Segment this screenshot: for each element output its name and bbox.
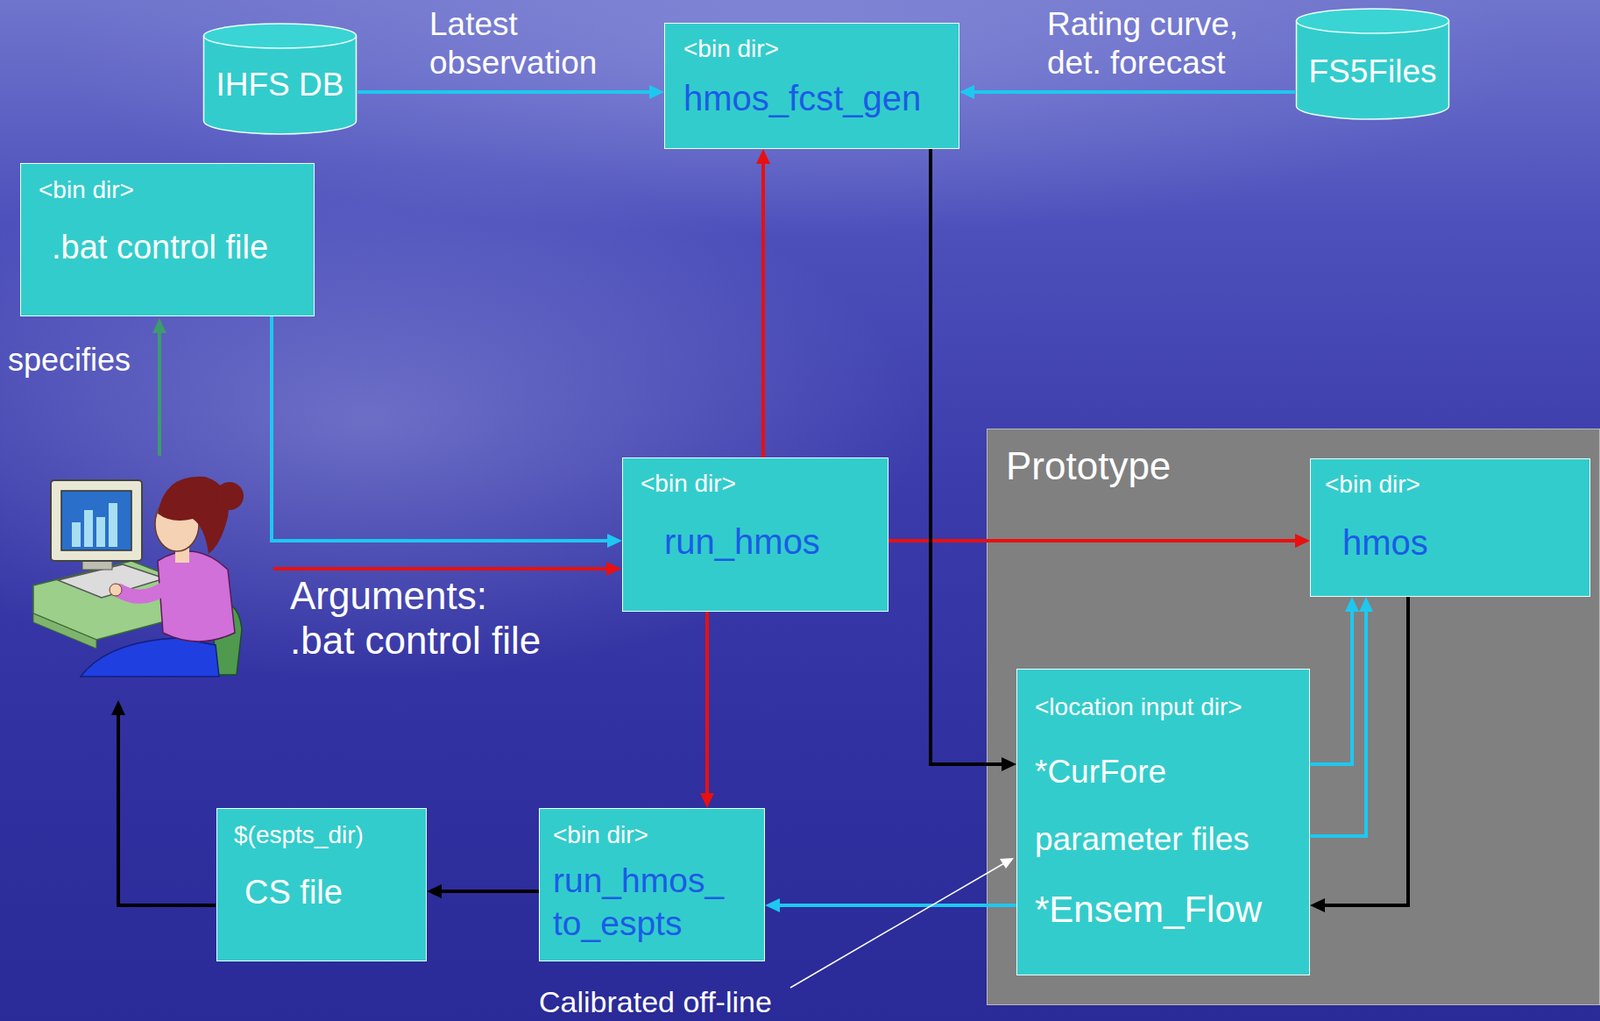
connector: [700, 611, 715, 808]
node-label: run_hmos: [664, 521, 821, 562]
specifies-arrow: [152, 318, 167, 456]
connector: [426, 884, 539, 899]
control-file-box: <bin dir> .bat control file: [20, 162, 315, 317]
database-cylinder: FS5Files: [1295, 7, 1451, 121]
connector-line: [930, 148, 1005, 765]
node-label: parameter files: [1034, 821, 1250, 859]
annotation-label: Arguments: .bat control file: [290, 573, 553, 663]
node-heading: <bin dir>: [683, 35, 779, 64]
edge-label: Rating curve, det. forecast: [1047, 5, 1258, 82]
input-directory-box: <location input dir> *CurFore parameter fi…: [1016, 668, 1310, 976]
arguments-arrow: [273, 561, 622, 576]
output-to-user-arrow: [111, 700, 216, 906]
connector: [930, 148, 1017, 772]
node-label: .bat control file: [51, 228, 269, 268]
connector-line: [438, 889, 539, 893]
annotation-label: specifies: [7, 341, 131, 378]
connector: [1309, 596, 1409, 913]
node-label: *CurFore: [1034, 753, 1167, 792]
connector-line: [888, 538, 1298, 543]
user-at-computer: [33, 476, 244, 677]
arrowhead: [1359, 596, 1374, 612]
connector: [764, 898, 1017, 913]
connector: [756, 148, 771, 458]
database-cylinder: IHFS DB: [202, 22, 358, 135]
connector-line: [1322, 596, 1409, 906]
node-heading: <location input dir>: [1034, 693, 1243, 722]
node-label: hmos: [1342, 522, 1429, 563]
annotation-label: Calibrated off-line: [538, 984, 772, 1020]
arrowhead: [649, 84, 665, 100]
cylinder-top: [204, 23, 357, 49]
file-box: $(espts_dir) CS file: [216, 807, 427, 962]
arrowhead: [959, 84, 975, 100]
node-heading: <bin dir>: [1324, 470, 1421, 499]
arrowhead: [426, 884, 442, 899]
connector-line: [761, 161, 765, 458]
program-box: <bin dir> run_hmos_ to_espts: [538, 807, 765, 962]
arrowhead: [1345, 596, 1360, 612]
arrowhead: [1001, 757, 1017, 772]
connector-line: [271, 316, 610, 541]
arrowhead: [1295, 533, 1310, 548]
connector-line: [1309, 608, 1353, 765]
program-box: <bin dir> hmos: [1309, 458, 1591, 597]
cylinder-body: [1296, 21, 1450, 120]
cylinder-body: [204, 35, 357, 135]
arrowhead: [756, 148, 771, 164]
connector: [959, 84, 1296, 100]
connector: [357, 84, 665, 100]
connector-line: [1309, 608, 1367, 836]
arrowhead: [700, 792, 715, 808]
node-heading: <bin dir>: [552, 821, 649, 850]
arrowhead: [1309, 898, 1325, 913]
node-heading: FS5Files: [1309, 53, 1438, 92]
node-heading: Prototype: [1005, 444, 1171, 489]
connector: [888, 533, 1310, 548]
edge-label: Latest observation: [429, 5, 609, 82]
prototype-region: Prototype <bin dir> hmos <location input di…: [986, 428, 1600, 1006]
node-label: run_hmos_ to_espts: [552, 859, 757, 946]
node-heading: <bin dir>: [38, 176, 135, 205]
arrowhead: [764, 898, 780, 913]
node-label: *Ensem_Flow: [1034, 888, 1262, 931]
connector-line: [357, 90, 652, 94]
arrowhead: [607, 533, 623, 548]
program-box: <bin dir> hmos_fcst_gen: [664, 22, 960, 149]
program-box: <bin dir> run_hmos: [622, 457, 889, 612]
cylinder-top: [1296, 8, 1450, 34]
node-label: CS file: [244, 873, 343, 913]
connector-line: [777, 903, 1017, 907]
node-heading: <bin dir>: [640, 469, 737, 498]
node-label: hmos_fcst_gen: [683, 77, 921, 119]
node-heading: IHFS DB: [216, 66, 345, 105]
connector: [1309, 596, 1360, 765]
connector-line: [705, 611, 709, 796]
connector-line: [971, 90, 1296, 94]
connector: [1309, 596, 1374, 836]
node-heading: $(espts_dir): [233, 821, 364, 850]
connector: [271, 316, 623, 548]
